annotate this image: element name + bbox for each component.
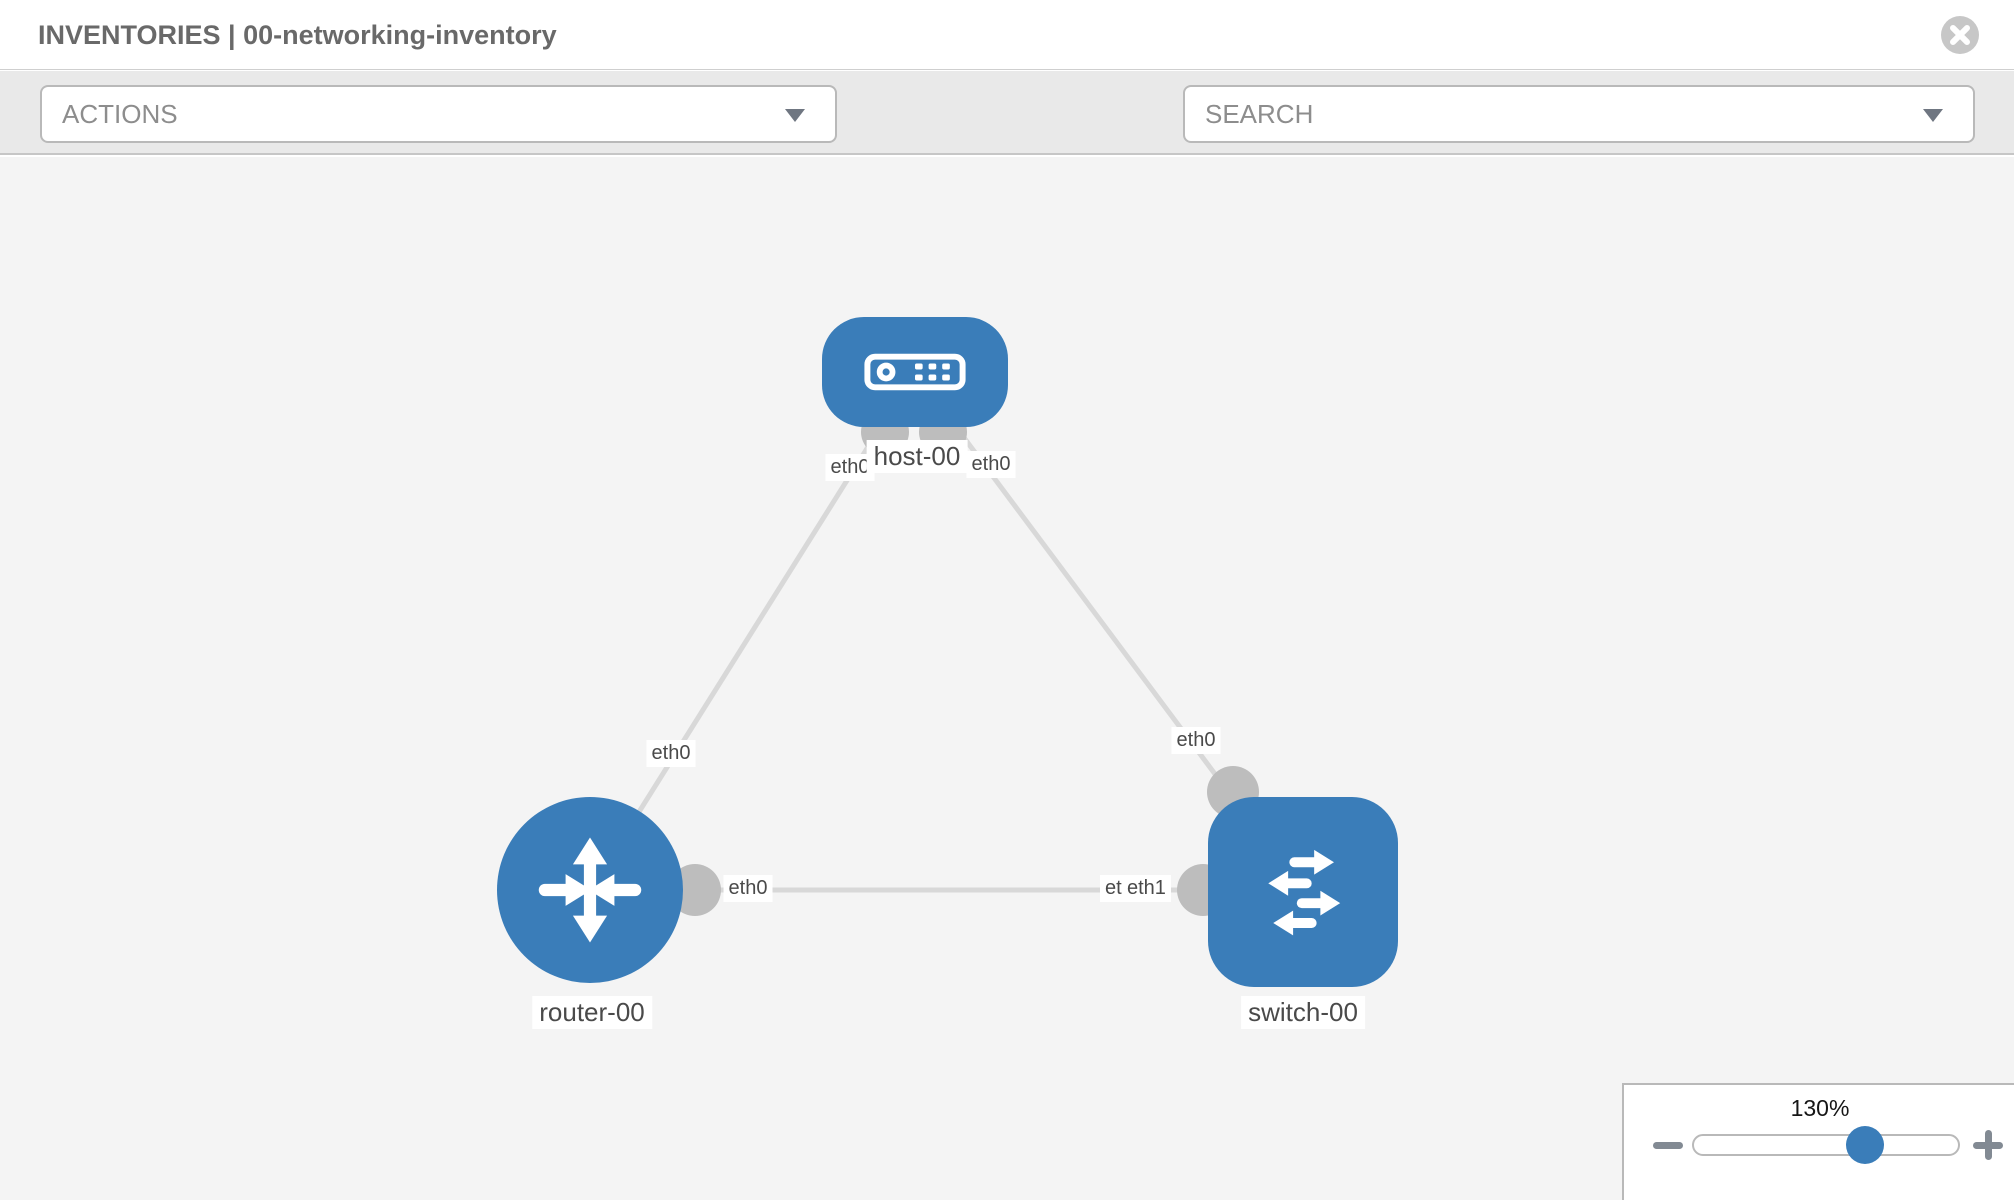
node-label-switch-00: switch-00	[1241, 996, 1365, 1029]
interface-label: eth0	[646, 740, 696, 767]
search-dropdown-label: SEARCH	[1205, 99, 1314, 129]
chevron-down-icon	[785, 109, 805, 122]
node-router-00[interactable]	[497, 797, 683, 983]
host-icon	[864, 353, 966, 391]
close-icon	[1941, 16, 1979, 54]
interface-label: eth0	[1171, 727, 1221, 754]
close-button[interactable]	[1940, 15, 1980, 55]
actions-dropdown-label: ACTIONS	[62, 99, 178, 129]
interface-label: eth1	[1122, 875, 1171, 902]
switch-icon	[1268, 849, 1341, 936]
zoom-in-button[interactable]	[1970, 1127, 2006, 1163]
node-switch-00[interactable]	[1208, 797, 1398, 987]
router-icon	[538, 837, 642, 943]
search-dropdown[interactable]: SEARCH	[1183, 85, 1975, 143]
header: INVENTORIES | 00-networking-inventory	[0, 0, 2014, 70]
interface-label: eth0	[723, 875, 773, 902]
topology-canvas[interactable]	[0, 157, 2014, 1200]
minus-icon	[1653, 1142, 1683, 1149]
zoom-slider-track[interactable]	[1692, 1134, 1960, 1156]
page-title: INVENTORIES | 00-networking-inventory	[38, 20, 557, 50]
chevron-down-icon	[1923, 109, 1943, 122]
zoom-level: 130%	[1790, 1095, 1850, 1121]
plus-icon	[1984, 1130, 1992, 1160]
zoom-slider-thumb[interactable]	[1846, 1126, 1884, 1164]
node-label-host-00: host-00	[866, 440, 968, 473]
interface-label: eth0	[966, 451, 1016, 478]
toolbar: ACTIONS SEARCH	[0, 71, 2014, 206]
actions-dropdown[interactable]: ACTIONS	[40, 85, 837, 143]
zoom-panel: 130%	[1622, 1083, 2014, 1200]
node-label-router-00: router-00	[532, 996, 652, 1029]
zoom-out-button[interactable]	[1650, 1127, 1686, 1163]
node-host-00[interactable]	[822, 317, 1008, 427]
